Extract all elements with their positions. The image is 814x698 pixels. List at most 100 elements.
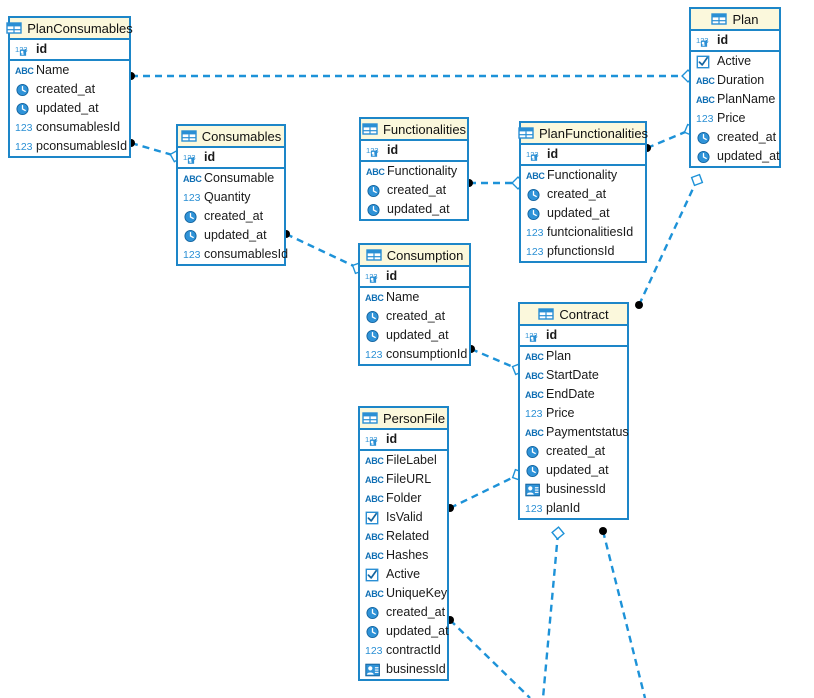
attribute-row-created-at[interactable]: created_at [360,307,469,326]
attribute-row-businessid[interactable]: businessId [520,480,627,499]
relationship-consumables-to-consumption[interactable] [282,230,365,275]
entity-title: Plan [732,11,759,27]
attribute-label: Name [36,63,70,78]
entity-header: PlanFunctionalities [518,123,648,145]
clock-icon [366,310,379,323]
attribute-row-created-at[interactable]: created_at [10,80,129,99]
123-number-icon: 123 [183,248,201,261]
person-badge-icon [365,663,380,676]
relationship-contract-to-offscreen-bottom-right[interactable] [599,527,647,698]
primary-key-icon: 123 [525,329,541,343]
relationship-contract-to-offscreen-bottom-center[interactable] [541,526,565,698]
svg-text:123: 123 [365,271,378,280]
relationship-planconsumables-to-plan[interactable] [127,69,695,83]
relationship-personfile-to-contract[interactable] [446,468,525,512]
relationship-personfile-to-offscreen-bottom-left[interactable] [446,616,531,698]
attribute-row-created-at[interactable]: created_at [178,207,284,226]
attribute-row-updated-at[interactable]: updated_at [10,99,129,118]
clock-icon [527,207,540,220]
attribute-label: updated_at [387,202,450,217]
attribute-row-updated-at[interactable]: updated_at [361,200,467,219]
attribute-row-updated-at[interactable]: updated_at [520,461,627,480]
attribute-label: EndDate [546,387,595,402]
attribute-row-active[interactable]: Active [360,565,447,584]
abc-string-icon: ABC [365,493,384,504]
attribute-row-created-at[interactable]: created_at [521,185,645,204]
attribute-label: id [204,150,216,165]
attribute-row-isvalid[interactable]: IsValid [360,508,447,527]
attribute-row-updated-at[interactable]: updated_at [360,622,449,641]
attribute-label: id [547,147,559,162]
attribute-label: pfunctionsId [547,244,615,259]
relationship-consumption-to-contract[interactable] [467,345,525,376]
relationship-functionalities-to-planfunctionalities[interactable] [465,176,525,190]
attribute-row-updated-at[interactable]: updated_at [360,326,469,345]
relationship-planfunctionalities-to-plan[interactable] [643,123,697,152]
entity-header: Consumption [360,245,469,267]
attribute-row-updated-at[interactable]: updated_at [521,204,645,223]
attribute-row-businessid[interactable]: businessId [360,660,447,679]
attribute-row-created-at[interactable]: created_at [360,603,447,622]
attribute-label: created_at [387,183,447,198]
entity-title: Consumables [201,128,282,144]
attribute-row-updated-at[interactable]: updated_at [691,147,780,166]
attribute-row-created-at[interactable]: created_at [691,128,779,147]
svg-text:123: 123 [696,35,709,44]
attribute-label: id [36,42,48,57]
relationship-target-marker [690,173,704,187]
attribute-row-updated-at[interactable]: updated_at [178,226,284,245]
attribute-label: Duration [717,73,765,88]
attribute-row-created-at[interactable]: created_at [361,181,467,200]
relationship-planconsumables-to-consumables[interactable] [127,139,183,163]
attribute-row-created-at[interactable]: created_at [520,442,627,461]
attribute-row-active[interactable]: Active [691,52,779,71]
